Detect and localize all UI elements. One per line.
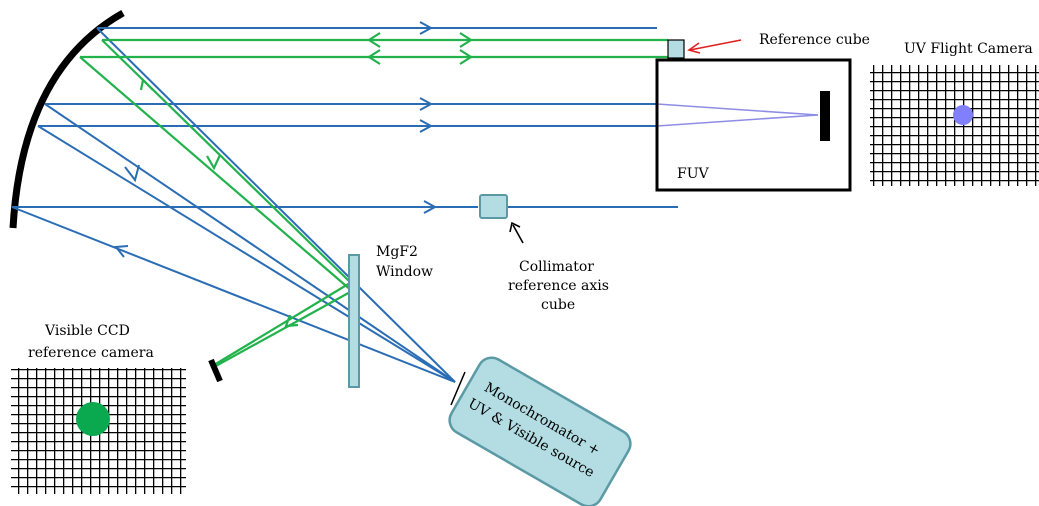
uv-flight-camera-label: UV Flight Camera <box>904 41 1033 57</box>
visible-ccd-label-2: reference camera <box>28 345 154 361</box>
collimator-label-2: reference axis <box>508 278 609 294</box>
fuv-label: FUV <box>677 166 710 182</box>
fuv-instrument-box <box>655 58 852 192</box>
monochromator-exit-slit <box>450 371 466 406</box>
fuv-detector <box>820 91 830 141</box>
visible-spot <box>76 402 110 436</box>
mgf2-label-1: MgF2 <box>376 244 418 260</box>
blue-rays <box>11 27 678 383</box>
fuv-internal-rays <box>656 103 819 127</box>
collimator-cube-arrowhead <box>509 221 521 233</box>
collimator-label-1: Collimator <box>519 259 594 275</box>
monochromator-source: Monochromator + UV & Visible source <box>448 356 632 506</box>
collimator-reference-cube <box>479 194 508 219</box>
green-arrowheads <box>139 32 474 328</box>
blue-arrowheads <box>114 21 438 258</box>
mgf2-window <box>348 254 360 388</box>
reference-cube-arrow <box>689 39 742 51</box>
reference-cube-arrowhead <box>687 42 701 54</box>
mgf2-label-2: Window <box>376 264 433 280</box>
green-rays <box>79 38 668 368</box>
collimator-cube-arrow <box>512 224 524 244</box>
uv-spot <box>953 105 973 125</box>
visible-pickoff-detector <box>208 358 223 383</box>
reference-cube-label: Reference cube <box>759 32 870 48</box>
uv-flight-camera-grid <box>870 65 1039 186</box>
visible-ccd-label-1: Visible CCD <box>44 323 130 339</box>
reference-cube <box>667 39 685 59</box>
collimator-label-3: cube <box>541 297 575 313</box>
